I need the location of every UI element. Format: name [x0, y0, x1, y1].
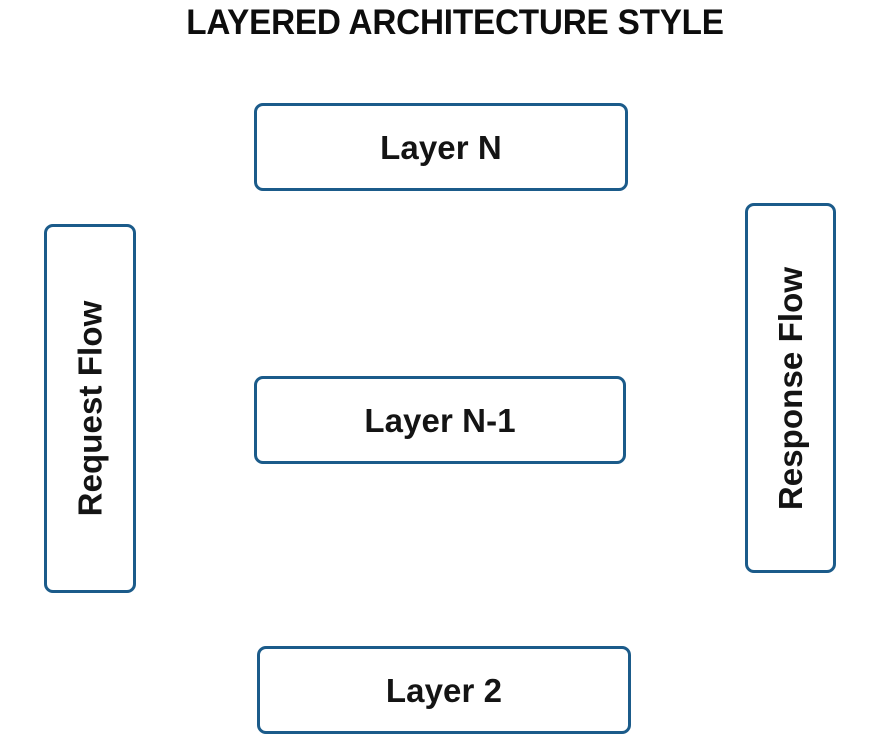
node-request-flow-label: Request Flow: [71, 300, 109, 517]
page-title: LAYERED ARCHITECTURE STYLE: [186, 3, 724, 42]
node-response-flow[interactable]: Response Flow: [745, 203, 836, 573]
node-request-flow[interactable]: Request Flow: [44, 224, 136, 593]
node-layer-n-minus-1-label: Layer N-1: [364, 401, 516, 439]
node-layer-2-label: Layer 2: [385, 671, 503, 709]
node-layer-n[interactable]: Layer N: [254, 103, 628, 191]
node-layer-n-label: Layer N: [380, 128, 502, 166]
node-response-flow-label: Response Flow: [772, 266, 809, 510]
node-layer-2[interactable]: Layer 2: [257, 646, 631, 734]
node-layer-n-minus-1[interactable]: Layer N-1: [254, 376, 626, 464]
